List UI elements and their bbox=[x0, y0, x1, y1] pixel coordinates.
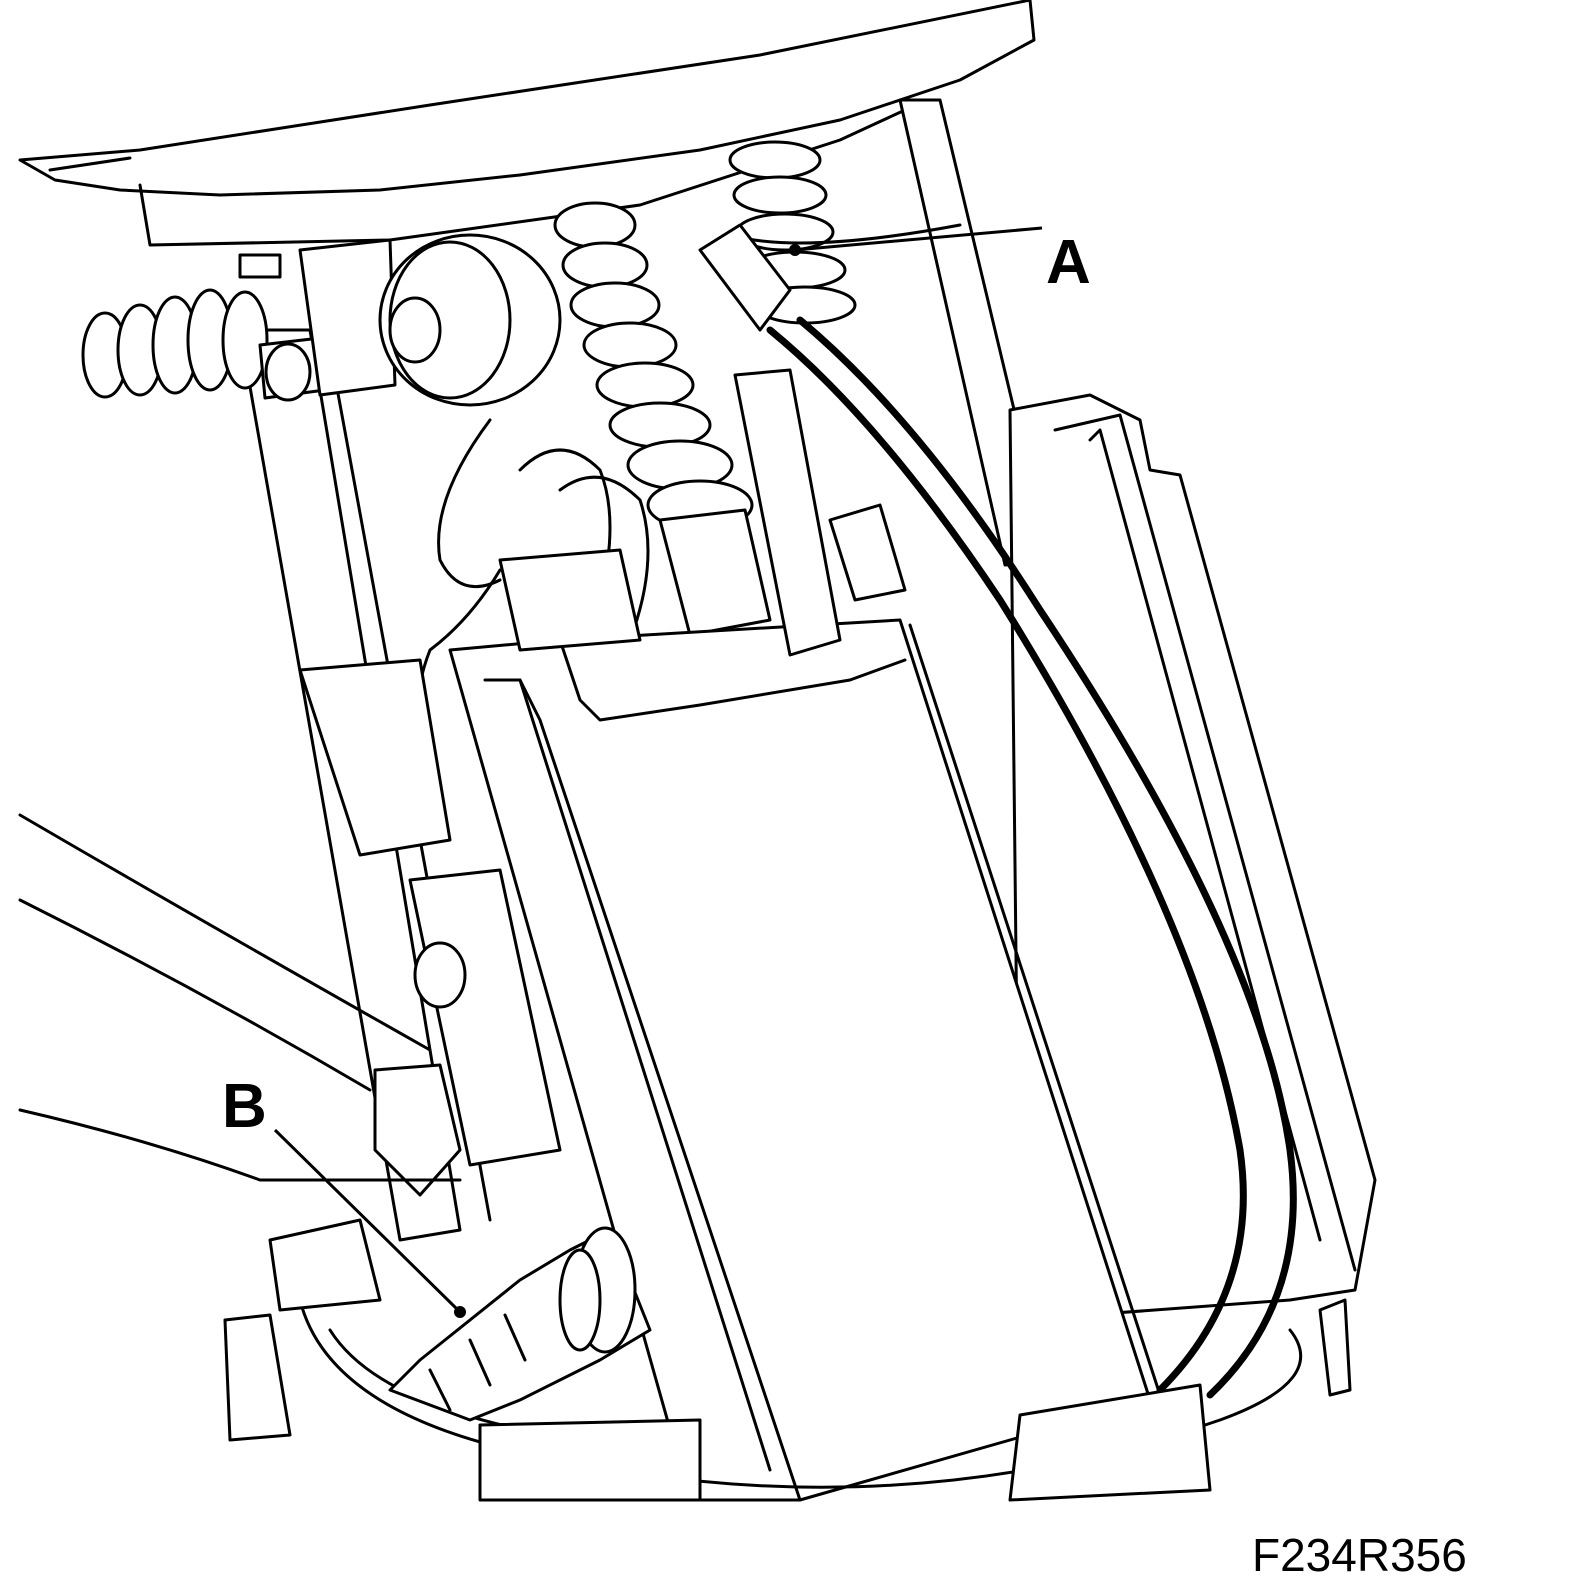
callout-a-leader bbox=[794, 226, 1043, 252]
wiring-harness bbox=[415, 418, 650, 762]
bellows-hose-left bbox=[81, 288, 327, 402]
outlet-connector bbox=[238, 238, 397, 397]
lower-ring bbox=[18, 1108, 1352, 1502]
corrugated-hose-center bbox=[553, 201, 772, 637]
reservoir-body bbox=[1008, 393, 1377, 1322]
callout-a: A bbox=[789, 226, 1091, 297]
connector-nipple-b bbox=[388, 1226, 652, 1422]
callout-b: B bbox=[222, 1072, 466, 1318]
callout-b-label: B bbox=[222, 1072, 267, 1141]
pressure-regulator bbox=[378, 233, 562, 407]
return-hose bbox=[698, 223, 1297, 1399]
callout-b-leader bbox=[273, 1128, 462, 1314]
level-sender bbox=[18, 658, 562, 1197]
callout-a-label: A bbox=[1046, 228, 1091, 297]
tank-flange bbox=[18, 0, 1036, 247]
figure-id: F234R356 bbox=[1252, 1529, 1467, 1581]
